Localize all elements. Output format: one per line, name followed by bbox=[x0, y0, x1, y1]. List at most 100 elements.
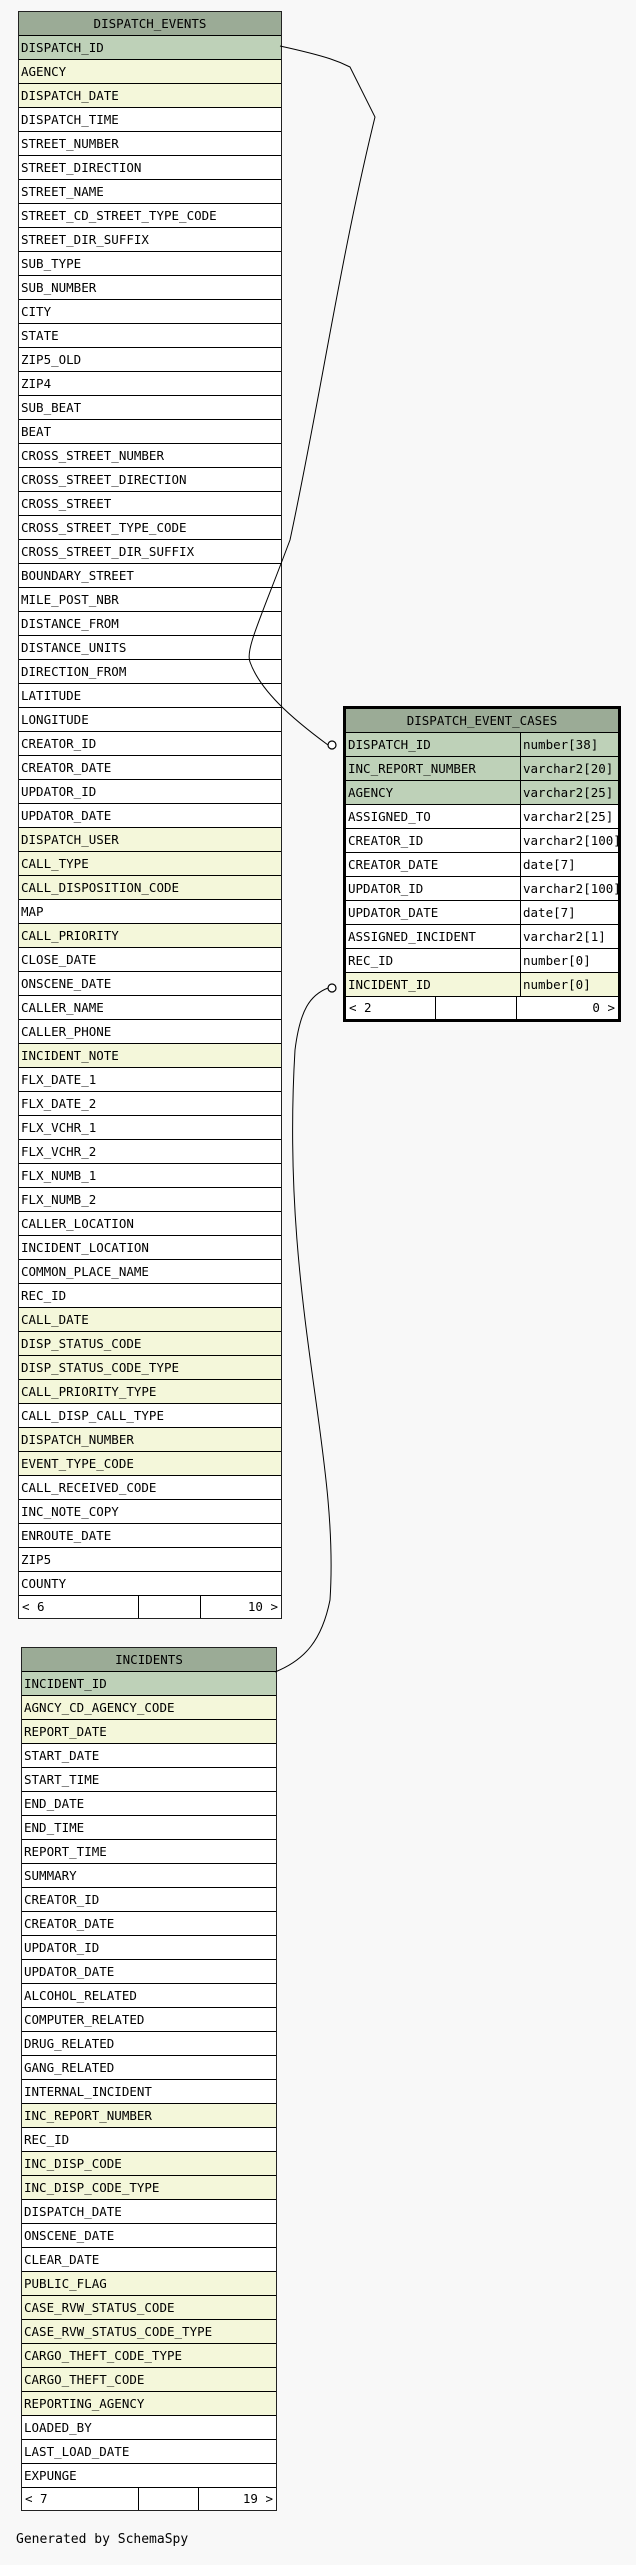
column-name: CALL_DISPOSITION_CODE bbox=[21, 880, 180, 895]
column-row: ZIP4 bbox=[19, 372, 281, 396]
column-row: DISP_STATUS_CODE bbox=[19, 1332, 281, 1356]
column-name: CALL_RECEIVED_CODE bbox=[21, 1480, 157, 1495]
column-row: CALLER_NAME bbox=[19, 996, 281, 1020]
column-row: INC_NOTE_COPY bbox=[19, 1500, 281, 1524]
column-row: REC_ID bbox=[22, 2128, 276, 2152]
column-row: DISPATCH_USER bbox=[19, 828, 281, 852]
column-row: STREET_NUMBER bbox=[19, 132, 281, 156]
column-name: FLX_DATE_1 bbox=[21, 1072, 97, 1087]
column-row: REPORT_TIME bbox=[22, 1840, 276, 1864]
column-row: DISTANCE_UNITS bbox=[19, 636, 281, 660]
column-row: FLX_NUMB_2 bbox=[19, 1188, 281, 1212]
column-name: SUB_BEAT bbox=[21, 400, 82, 415]
column-row: CROSS_STREET_TYPE_CODE bbox=[19, 516, 281, 540]
column-row: CARGO_THEFT_CODE bbox=[22, 2368, 276, 2392]
column-name: EVENT_TYPE_CODE bbox=[21, 1456, 134, 1471]
column-row: STREET_DIR_SUFFIX bbox=[19, 228, 281, 252]
column-row: CALL_DISP_CALL_TYPE bbox=[19, 1404, 281, 1428]
column-name: AGENCY bbox=[21, 64, 67, 79]
column-type: varchar2[100] bbox=[520, 877, 618, 900]
footer-mid bbox=[139, 1596, 201, 1618]
column-row: CALL_PRIORITY bbox=[19, 924, 281, 948]
column-name: CASE_RVW_STATUS_CODE_TYPE bbox=[24, 2324, 213, 2339]
footer-left: < 2 bbox=[346, 997, 436, 1019]
column-name: UPDATOR_DATE bbox=[21, 808, 112, 823]
column-name: DRUG_RELATED bbox=[24, 2036, 115, 2051]
column-name: CALL_TYPE bbox=[21, 856, 89, 871]
column-name: CALL_PRIORITY bbox=[21, 928, 119, 943]
column-name: ZIP4 bbox=[21, 376, 52, 391]
column-name: CROSS_STREET_DIR_SUFFIX bbox=[21, 544, 195, 559]
column-name: ONSCENE_DATE bbox=[21, 976, 112, 991]
column-row: CROSS_STREET_DIR_SUFFIX bbox=[19, 540, 281, 564]
column-row: CREATOR_DATE bbox=[19, 756, 281, 780]
column-type: date[7] bbox=[520, 853, 618, 876]
column-row: DISP_STATUS_CODE_TYPE bbox=[19, 1356, 281, 1380]
column-row: END_DATE bbox=[22, 1792, 276, 1816]
column-row: MAP bbox=[19, 900, 281, 924]
column-row: CARGO_THEFT_CODE_TYPE bbox=[22, 2344, 276, 2368]
column-row: INC_DISP_CODE_TYPE bbox=[22, 2176, 276, 2200]
column-name: INC_DISP_CODE_TYPE bbox=[24, 2180, 160, 2195]
column-name: START_TIME bbox=[24, 1772, 100, 1787]
column-name: DISPATCH_TIME bbox=[21, 112, 119, 127]
column-name: SUMMARY bbox=[24, 1868, 77, 1883]
column-row: DISPATCH_NUMBER bbox=[19, 1428, 281, 1452]
table-title: DISPATCH_EVENTS bbox=[19, 12, 281, 36]
footer-left: < 7 bbox=[22, 2488, 139, 2510]
column-row: CLOSE_DATE bbox=[19, 948, 281, 972]
column-name: CARGO_THEFT_CODE bbox=[24, 2372, 145, 2387]
column-row: CASE_RVW_STATUS_CODE bbox=[22, 2296, 276, 2320]
column-row: LONGITUDE bbox=[19, 708, 281, 732]
column-row: CALL_RECEIVED_CODE bbox=[19, 1476, 281, 1500]
column-name: CALL_DISP_CALL_TYPE bbox=[21, 1408, 164, 1423]
column-row: CROSS_STREET_DIRECTION bbox=[19, 468, 281, 492]
column-row: ZIP5 bbox=[19, 1548, 281, 1572]
column-name: REPORTING_AGENCY bbox=[24, 2396, 145, 2411]
column-name: DISP_STATUS_CODE bbox=[21, 1336, 142, 1351]
column-name: REC_ID bbox=[24, 2132, 70, 2147]
credit-text: Generated by SchemaSpy bbox=[16, 2532, 189, 2547]
table-footer: < 2 0 > bbox=[346, 997, 618, 1019]
column-row: STREET_CD_STREET_TYPE_CODE bbox=[19, 204, 281, 228]
column-row: CALLER_PHONE bbox=[19, 1020, 281, 1044]
column-row: INCIDENT_ID bbox=[22, 1672, 276, 1696]
column-row: CALL_DATE bbox=[19, 1308, 281, 1332]
column-name: ASSIGNED_INCIDENT bbox=[348, 929, 476, 944]
column-type: date[7] bbox=[520, 901, 618, 924]
footer-mid bbox=[436, 997, 517, 1019]
column-name: ONSCENE_DATE bbox=[24, 2228, 115, 2243]
column-name: DISTANCE_UNITS bbox=[21, 640, 127, 655]
column-name: CALLER_NAME bbox=[21, 1000, 104, 1015]
column-name: INC_NOTE_COPY bbox=[21, 1504, 119, 1519]
table-dispatch-events: DISPATCH_EVENTS DISPATCH_ID AGENCY DISPATC… bbox=[18, 11, 282, 1619]
column-row: EXPUNGE bbox=[22, 2464, 276, 2488]
column-name: REC_ID bbox=[21, 1288, 67, 1303]
column-row: AGNCY_CD_AGENCY_CODE bbox=[22, 1696, 276, 1720]
column-name: INCIDENT_ID bbox=[24, 1676, 107, 1691]
column-name: ZIP5_OLD bbox=[21, 352, 82, 367]
column-name: MILE_POST_NBR bbox=[21, 592, 119, 607]
column-name: REPORT_DATE bbox=[24, 1724, 107, 1739]
column-row: COMPUTER_RELATED bbox=[22, 2008, 276, 2032]
column-name: AGENCY bbox=[348, 785, 394, 800]
column-name: LATITUDE bbox=[21, 688, 82, 703]
column-row: BEAT bbox=[19, 420, 281, 444]
column-name: CALLER_PHONE bbox=[21, 1024, 112, 1039]
column-name: SUB_TYPE bbox=[21, 256, 82, 271]
column-name: INCIDENT_ID bbox=[348, 977, 431, 992]
column-name: CREATOR_DATE bbox=[24, 1916, 115, 1931]
column-row: DIRECTION_FROM bbox=[19, 660, 281, 684]
column-row: CITY bbox=[19, 300, 281, 324]
column-name: INCIDENT_LOCATION bbox=[21, 1240, 149, 1255]
column-row: INTERNAL_INCIDENT bbox=[22, 2080, 276, 2104]
relationship-end-circle bbox=[327, 740, 337, 750]
column-row: INCIDENT_LOCATION bbox=[19, 1236, 281, 1260]
column-name: DISPATCH_ID bbox=[21, 40, 104, 55]
